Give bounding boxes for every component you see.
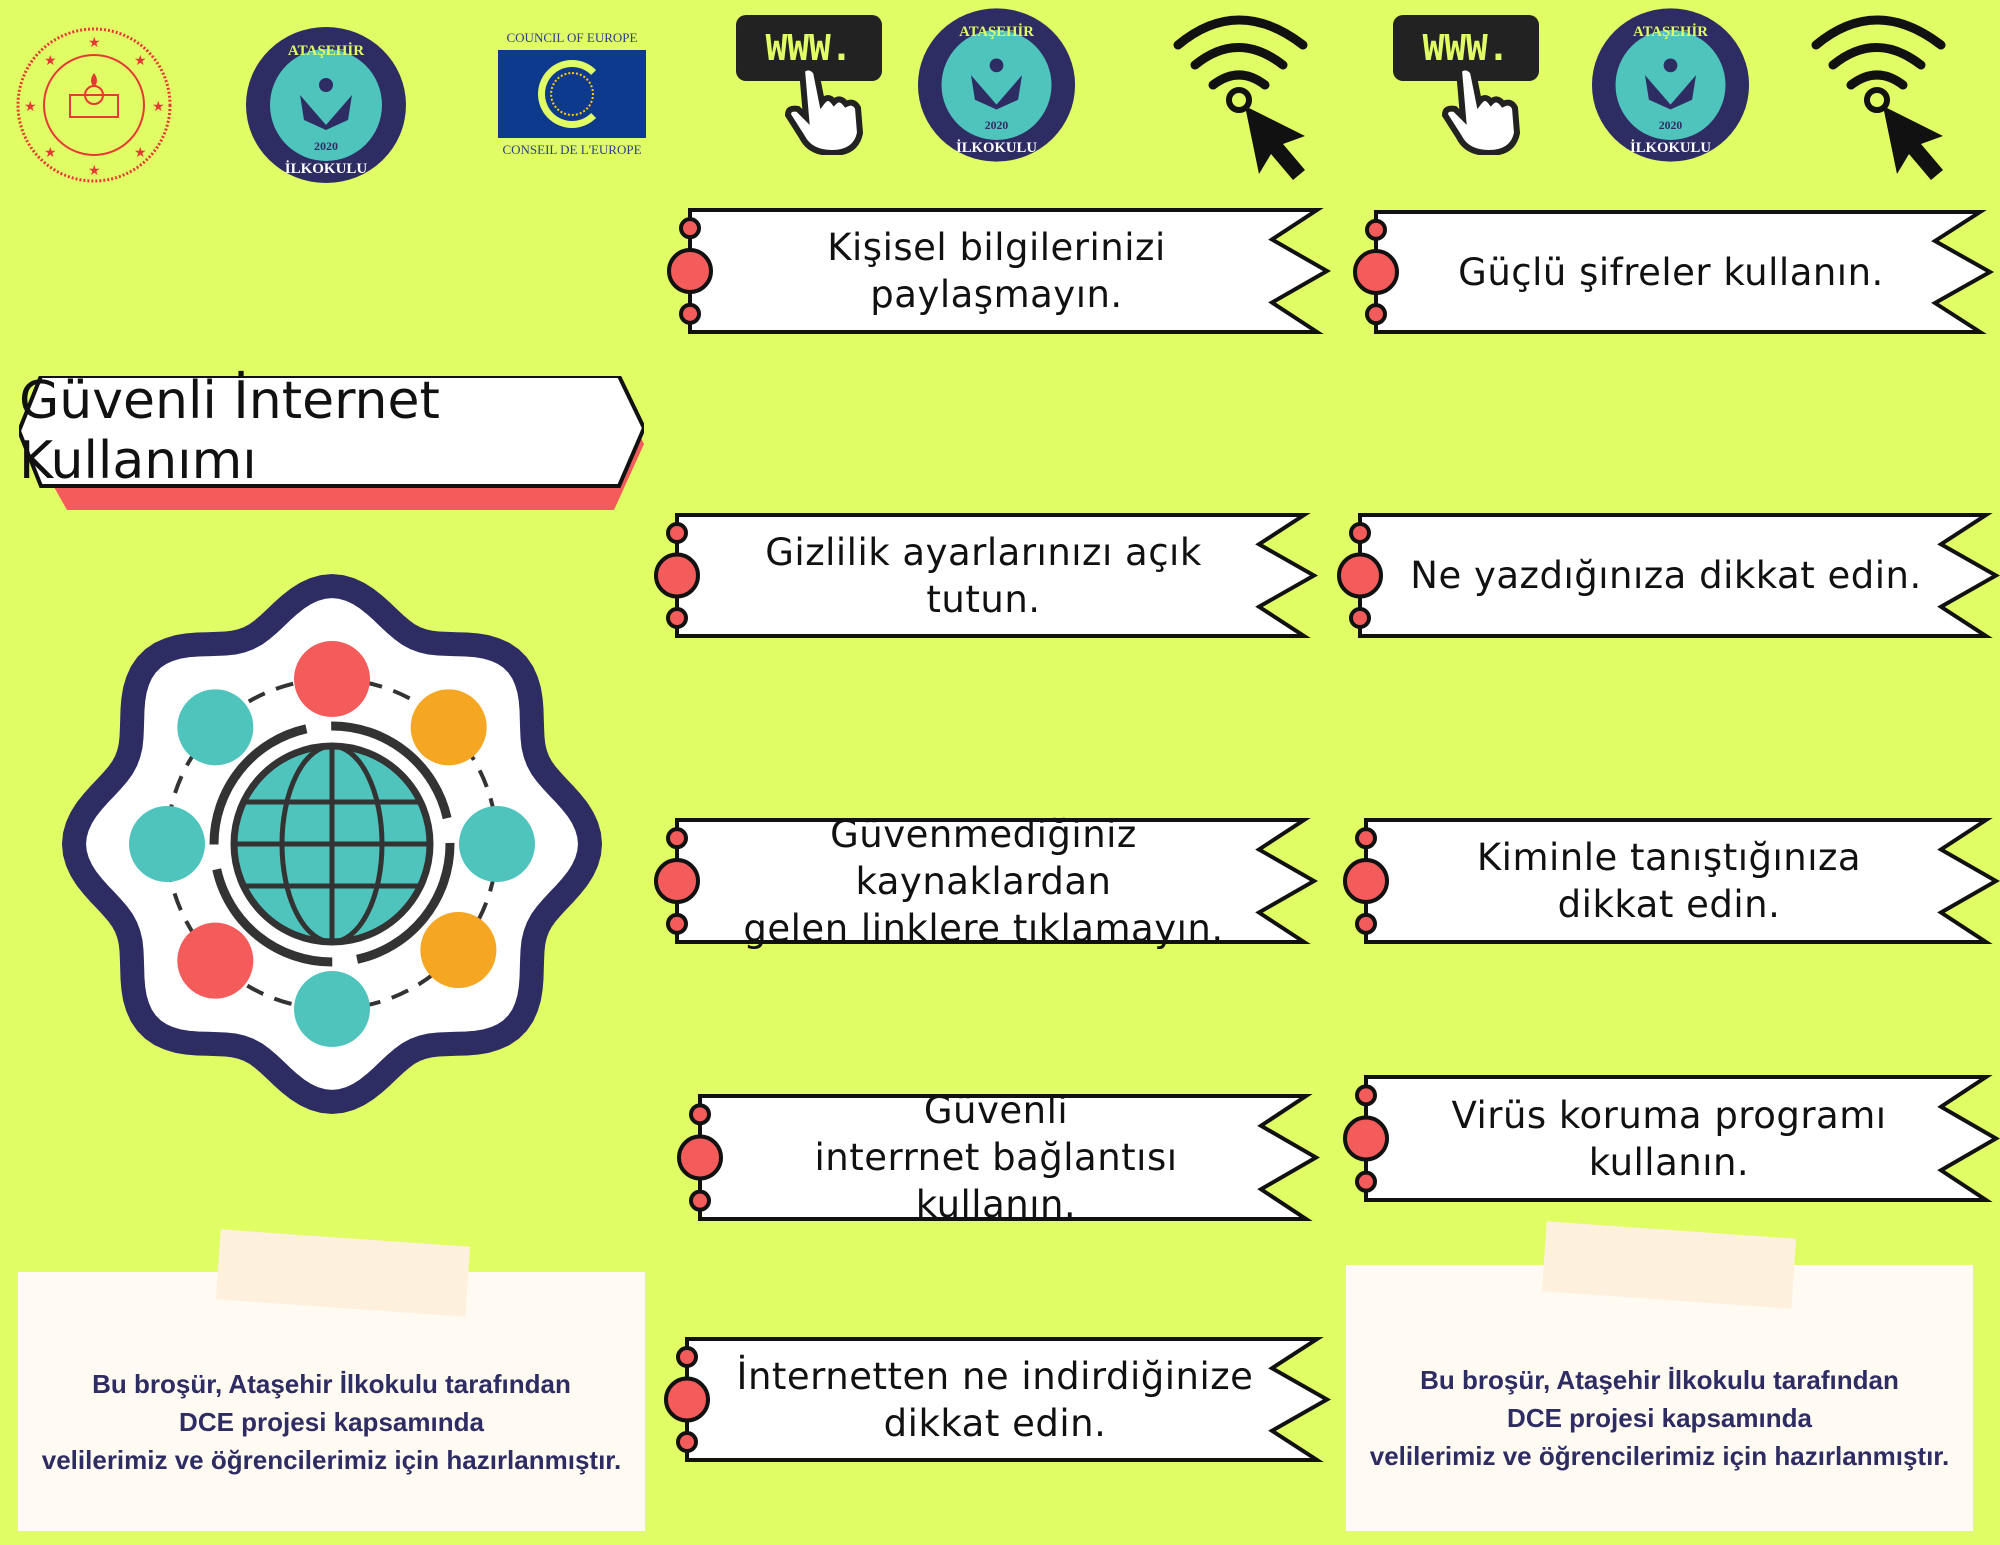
- cloud-icon: [294, 971, 370, 1047]
- info-note-right: Bu broşür, Ataşehir İlkokulu tarafından …: [1346, 1265, 1973, 1531]
- atasehir-school-logo: ATAŞEHİR 2020 İLKOKULU: [246, 27, 406, 183]
- svg-text:★: ★: [24, 99, 37, 115]
- satellite-icon: [420, 912, 497, 989]
- search-icon: [410, 689, 487, 766]
- svg-text:★: ★: [152, 99, 165, 115]
- svg-text:★: ★: [88, 35, 101, 51]
- tip-banner: Güçlü şifreler kullanın.: [1353, 210, 1995, 334]
- bullet-dots: [1343, 1084, 1389, 1193]
- page-title: Güvenli İnternet Kullanımı: [19, 371, 440, 491]
- svg-text:İLKOKULU: İLKOKULU: [956, 139, 1037, 156]
- tip-text-line: Güvenli: [923, 1089, 1069, 1132]
- tip-text-line: Güvenmediğiniz kaynaklardan: [830, 812, 1137, 903]
- www-label: WWW.: [1393, 15, 1539, 81]
- svg-text:ATAŞEHİR: ATAŞEHİR: [959, 23, 1034, 40]
- svg-text:2020: 2020: [314, 139, 338, 153]
- title-banner: Güvenli İnternet Kullanımı: [19, 371, 644, 510]
- www-click-icon: WWW.: [1393, 15, 1539, 165]
- bullet-dots: [654, 827, 700, 935]
- bullet-dots: [1353, 218, 1399, 326]
- svg-text:★: ★: [88, 163, 101, 179]
- tip-text-line: interrnet bağlantısı kullanın.: [814, 1136, 1178, 1226]
- tip-text-line: Ne yazdığınıza dikkat edin.: [1410, 554, 1922, 597]
- coe-bottom-text: CONSEIL DE L'EUROPE: [502, 142, 642, 157]
- tip-text-line: dikkat edin.: [1557, 883, 1781, 926]
- tip-text-line: dikkat edin.: [883, 1401, 1107, 1445]
- svg-text:2020: 2020: [985, 119, 1009, 132]
- bullet-dots: [1343, 827, 1389, 935]
- tip-text-line: gelen linklere tıklamayın.: [743, 906, 1224, 950]
- tip-banner: Ne yazdığınıza dikkat edin.: [1337, 513, 2000, 638]
- svg-text:İLKOKULU: İLKOKULU: [285, 160, 368, 177]
- tip-text-line: Kiminle tanıştığınıza: [1476, 836, 1862, 879]
- bullet-dots: [664, 1346, 710, 1453]
- bullet-dots: [677, 1103, 723, 1212]
- atasehir-school-logo: ATAŞEHİR 2020 İLKOKULU: [1591, 8, 1750, 162]
- note-line: DCE projesi kapsamında: [179, 1406, 484, 1437]
- note-line: Bu broşür, Ataşehir İlkokulu tarafından: [1420, 1365, 1899, 1395]
- coe-top-text: COUNCIL OF EUROPE: [506, 30, 638, 45]
- note-line: velilerimiz ve öğrencilerimiz için hazır…: [1369, 1441, 1950, 1471]
- atasehir-school-logo: ATAŞEHİR 2020 İLKOKULU: [917, 8, 1076, 162]
- tip-banner: Kişisel bilgilerinizi paylaşmayın.: [667, 208, 1332, 334]
- tip-text-line: Kişisel bilgilerinizi paylaşmayın.: [827, 226, 1166, 316]
- note-line: DCE projesi kapsamında: [1507, 1403, 1812, 1433]
- code-window-icon: [294, 641, 370, 717]
- council-of-europe-logo: COUNCIL OF EUROPE CONSEIL DE L'EUROPE: [494, 30, 650, 158]
- svg-text:★: ★: [134, 53, 147, 69]
- tip-text-line: Güçlü şifreler kullanın.: [1458, 250, 1884, 294]
- folder-icon: [177, 689, 254, 766]
- note-line: Bu broşür, Ataşehir İlkokulu tarafından: [92, 1368, 571, 1399]
- mobile-icon: [177, 922, 254, 999]
- coe-flag: [498, 50, 646, 138]
- note-line: velilerimiz ve öğrencilerimiz için hazır…: [41, 1444, 622, 1475]
- tip-text-line: Virüs koruma programı kullanın.: [1451, 1093, 1887, 1184]
- svg-text:2020: 2020: [1659, 119, 1683, 132]
- tip-banner: Virüs koruma programı kullanın.: [1343, 1075, 2000, 1202]
- wifi-cursor-icon: [1811, 15, 1946, 180]
- svg-text:★: ★: [134, 145, 147, 161]
- svg-text:★: ★: [44, 53, 57, 69]
- internet-globe-illustration: [61, 573, 603, 1115]
- tip-text-line: İnternetten ne indirdiğinize: [736, 1354, 1254, 1398]
- email-icon: [129, 806, 205, 882]
- svg-text:ATAŞEHİR: ATAŞEHİR: [288, 42, 364, 59]
- info-note-left: Bu broşür, Ataşehir İlkokulu tarafından …: [18, 1272, 645, 1531]
- ministry-of-education-logo: ★ ★ ★ ★ ★ ★ ★ ★: [16, 27, 172, 183]
- tip-banner: Gizlilik ayarlarınızı açık tutun.: [654, 513, 1319, 638]
- lock-icon: [459, 806, 535, 882]
- bullet-dots: [1337, 522, 1383, 629]
- tip-text-line: Gizlilik ayarlarınızı açık tutun.: [765, 530, 1202, 621]
- wifi-cursor-icon: [1173, 15, 1308, 180]
- svg-text:İLKOKULU: İLKOKULU: [1630, 139, 1711, 156]
- bullet-dots: [654, 522, 700, 629]
- svg-text:★: ★: [44, 145, 57, 161]
- svg-text:ATAŞEHİR: ATAŞEHİR: [1633, 23, 1708, 40]
- bullet-dots: [667, 217, 713, 325]
- www-click-icon: WWW.: [736, 15, 882, 165]
